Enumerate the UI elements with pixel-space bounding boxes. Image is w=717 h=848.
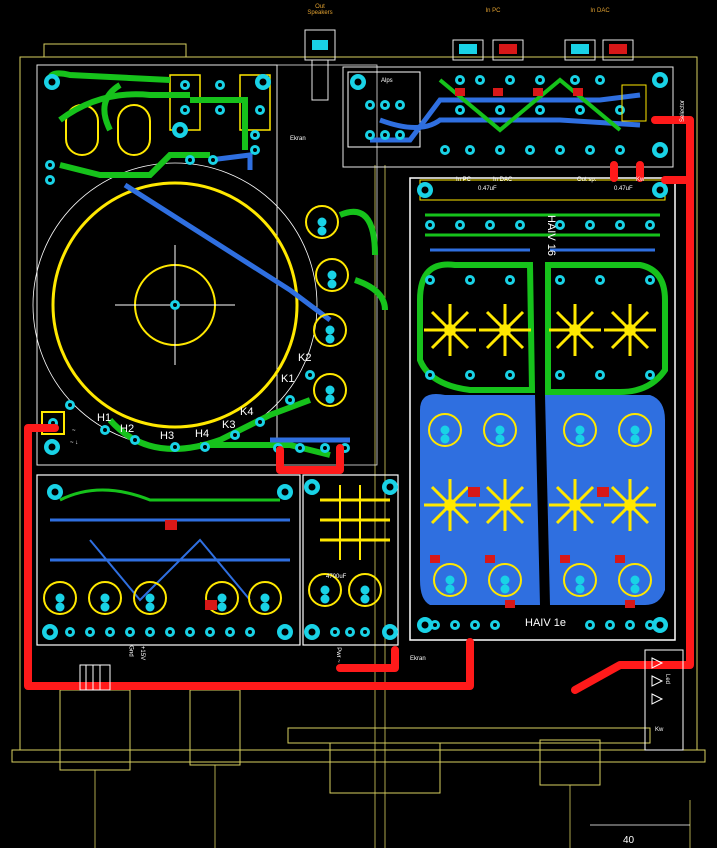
- in-dac-strip-label: In DAC: [493, 177, 513, 183]
- amplifier-board: [409, 177, 676, 641]
- plus15-label: +15V: [139, 645, 146, 661]
- h3-label: H3: [160, 430, 175, 442]
- selector-board: [342, 66, 674, 168]
- toroid-transformer-outline: [51, 181, 299, 429]
- brand-label: HAIV 1e: [525, 617, 566, 629]
- k4-label: K4: [240, 406, 254, 418]
- led-label: Led: [664, 673, 671, 685]
- gnd-label: Gnd: [127, 645, 134, 657]
- front-panel: [79, 649, 690, 826]
- k3-label: K3: [222, 419, 236, 431]
- rca-connectors: [304, 29, 634, 101]
- h4-label: H4: [195, 428, 210, 440]
- cap-big-label: 4700uF: [326, 574, 347, 580]
- psu-board: [302, 474, 399, 646]
- in-dac-label: In DAC: [590, 8, 610, 14]
- kw-front-label: Kw: [655, 727, 664, 733]
- dimension-label: 40: [623, 835, 635, 846]
- h2-label: H2: [120, 423, 135, 435]
- kw-strip-label: Kw: [636, 177, 645, 183]
- h1-label: H1: [97, 412, 112, 424]
- cap-value-label: 0.47uF: [478, 186, 497, 192]
- in-pc-label: In PC: [485, 8, 501, 14]
- ekran-top-label: Ekran: [290, 136, 306, 142]
- cap-value2-label: 0.47uF: [614, 186, 633, 192]
- k1-label: K1: [281, 373, 295, 385]
- red-wiring: [24, 116, 694, 694]
- psu-pins-label: Pwr ~: [334, 647, 341, 663]
- selector-label: Selector: [680, 99, 687, 123]
- preamp-board: [36, 474, 301, 646]
- h-arrow-label: ~ ↓: [70, 440, 79, 446]
- out-sp-strip-label: Out sp.: [577, 177, 597, 183]
- ekran-bottom-label: Ekran: [410, 656, 426, 662]
- alps-label: Alps: [381, 78, 393, 84]
- transformer-board: [32, 64, 388, 466]
- out-speakers-label: Out Speakers: [307, 4, 333, 16]
- brand-mirror-label: HAIV 16: [544, 215, 557, 256]
- in-pc-strip-label: In PC: [456, 177, 472, 183]
- k2-label: K2: [298, 352, 312, 364]
- ac-label: ~: [72, 428, 76, 434]
